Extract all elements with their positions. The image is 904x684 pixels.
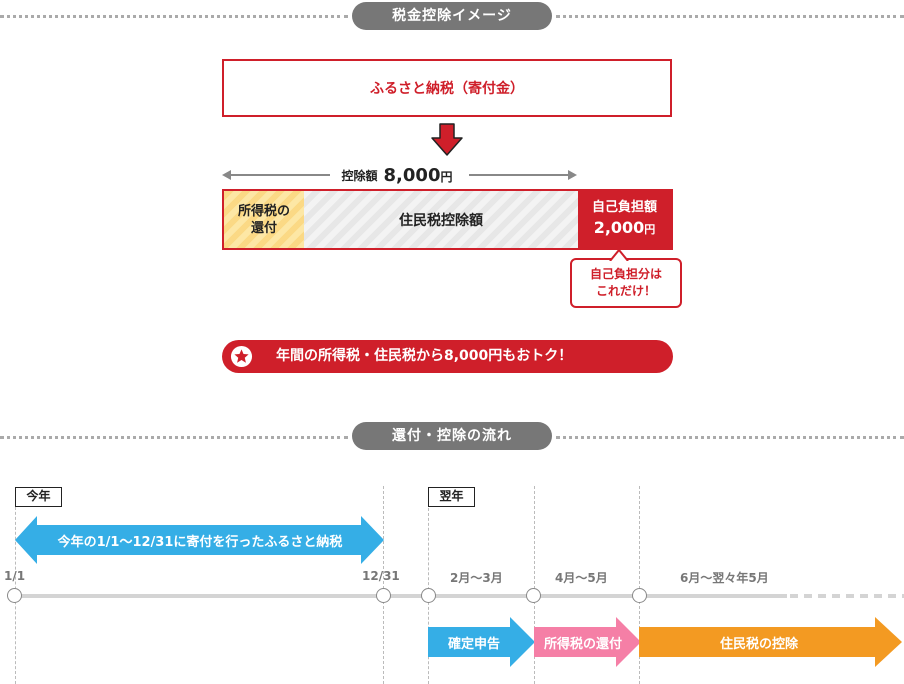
timeline-node-2 <box>376 588 391 603</box>
tick-1-1: 1/1 <box>4 569 26 583</box>
deduction-label: 控除額 <box>341 168 378 183</box>
self-burden-value: 2,000 <box>593 217 645 237</box>
section2-divider-left <box>0 436 348 439</box>
income-tax-refund-line2: 還付 <box>250 220 277 236</box>
step-arrow-tax-return <box>428 617 535 667</box>
star-icon <box>230 345 253 368</box>
step-resident-deduction-text: 住民税の控除 <box>719 636 798 652</box>
resident-tax-label: 住民税控除額 <box>399 212 483 229</box>
donation-period-text: 今年の1/1〜12/31に寄付を行ったふるさと納税 <box>57 534 343 550</box>
resident-tax-segment: 住民税控除額 <box>304 191 578 248</box>
savings-banner: 年間の所得税・住民税から8,000円もおトク！ <box>222 340 673 373</box>
next-year-label: 翌年 <box>428 487 475 507</box>
timeline-node-1 <box>7 588 22 603</box>
callout-line1: 自己負担分は <box>589 267 662 281</box>
section2-divider-right <box>556 436 904 439</box>
banner-text: 年間の所得税・住民税から8,000円もおトク！ <box>276 348 573 364</box>
step-arrow-income-refund <box>534 617 641 667</box>
step-income-refund-text: 所得税の還付 <box>543 636 622 652</box>
self-burden-callout: 自己負担分は これだけ！ <box>570 258 682 308</box>
tick-feb-mar: 2月〜3月 <box>450 571 503 585</box>
donation-box: ふるさと納税（寄付金） <box>222 59 672 117</box>
tick-jun-may: 6月〜翌々年5月 <box>680 571 769 585</box>
deduction-amount: 控除額 8,000円 <box>326 162 468 188</box>
range-arrow-left-icon <box>222 170 330 180</box>
callout-line2: これだけ！ <box>595 284 656 298</box>
timeline-node-4 <box>526 588 541 603</box>
self-burden-segment: 自己負担額 2,000円 <box>578 191 671 248</box>
self-burden-unit: 円 <box>644 222 656 236</box>
donation-period-arrow <box>15 516 384 564</box>
guide-line-4 <box>534 486 535 684</box>
tick-apr-may: 4月〜5月 <box>555 571 608 585</box>
this-year-label: 今年 <box>15 487 62 507</box>
guide-line-2 <box>383 486 384 684</box>
timeline-node-5 <box>632 588 647 603</box>
section1-divider-right <box>556 15 904 18</box>
tick-12-31: 12/31 <box>362 569 400 583</box>
section1-title: 税金控除イメージ <box>352 2 552 30</box>
timeline-line-dashed <box>790 594 904 598</box>
step-tax-return-text: 確定申告 <box>447 636 500 652</box>
income-tax-refund-line1: 所得税の <box>237 203 290 219</box>
section1-divider-left <box>0 15 348 18</box>
callout-tail <box>609 249 629 261</box>
guide-line-5 <box>639 486 640 684</box>
self-burden-label: 自己負担額 <box>591 199 657 215</box>
down-arrow-icon <box>431 123 463 156</box>
timeline-node-3 <box>421 588 436 603</box>
deduction-unit: 円 <box>440 169 453 184</box>
tax-breakdown-bar: 所得税の 還付 住民税控除額 自己負担額 2,000円 <box>222 189 673 250</box>
income-tax-refund-segment: 所得税の 還付 <box>224 191 304 248</box>
range-arrow-right-icon <box>469 170 577 180</box>
step-arrow-resident-deduction <box>639 617 902 667</box>
timeline-line <box>15 594 787 598</box>
deduction-value: 8,000 <box>383 164 441 186</box>
section2-title: 還付・控除の流れ <box>352 422 552 450</box>
donation-box-label: ふるさと納税（寄付金） <box>370 81 524 97</box>
